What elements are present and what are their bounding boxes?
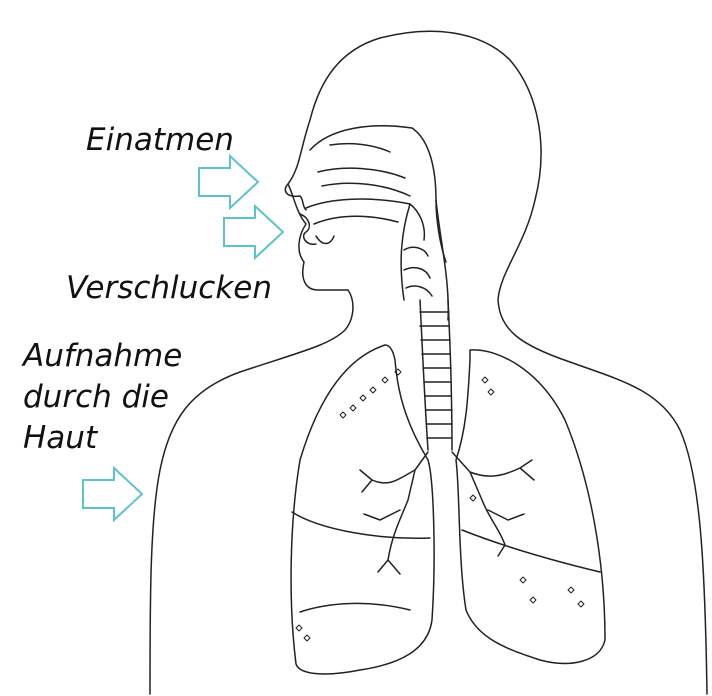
pharynx [401, 204, 410, 300]
skin-label-line-3: Haut [23, 418, 182, 459]
bronchi-right [452, 452, 534, 556]
inhale-label: Einatmen [86, 120, 234, 161]
right-lung [456, 350, 605, 664]
skin-label-line-1: Aufnahme [23, 336, 182, 377]
skin-arrow-icon [83, 468, 142, 520]
skin-absorption-label: Aufnahme durch die Haut [23, 336, 182, 459]
left-lung [291, 345, 434, 674]
swallow-arrow-icon [224, 206, 283, 258]
swallow-label: Verschlucken [66, 268, 272, 309]
skin-label-line-2: durch die [23, 377, 182, 418]
bronchi-left [360, 452, 428, 574]
inhale-arrow-icon [199, 156, 258, 208]
trachea-left [420, 300, 428, 450]
trachea-right [448, 300, 452, 450]
